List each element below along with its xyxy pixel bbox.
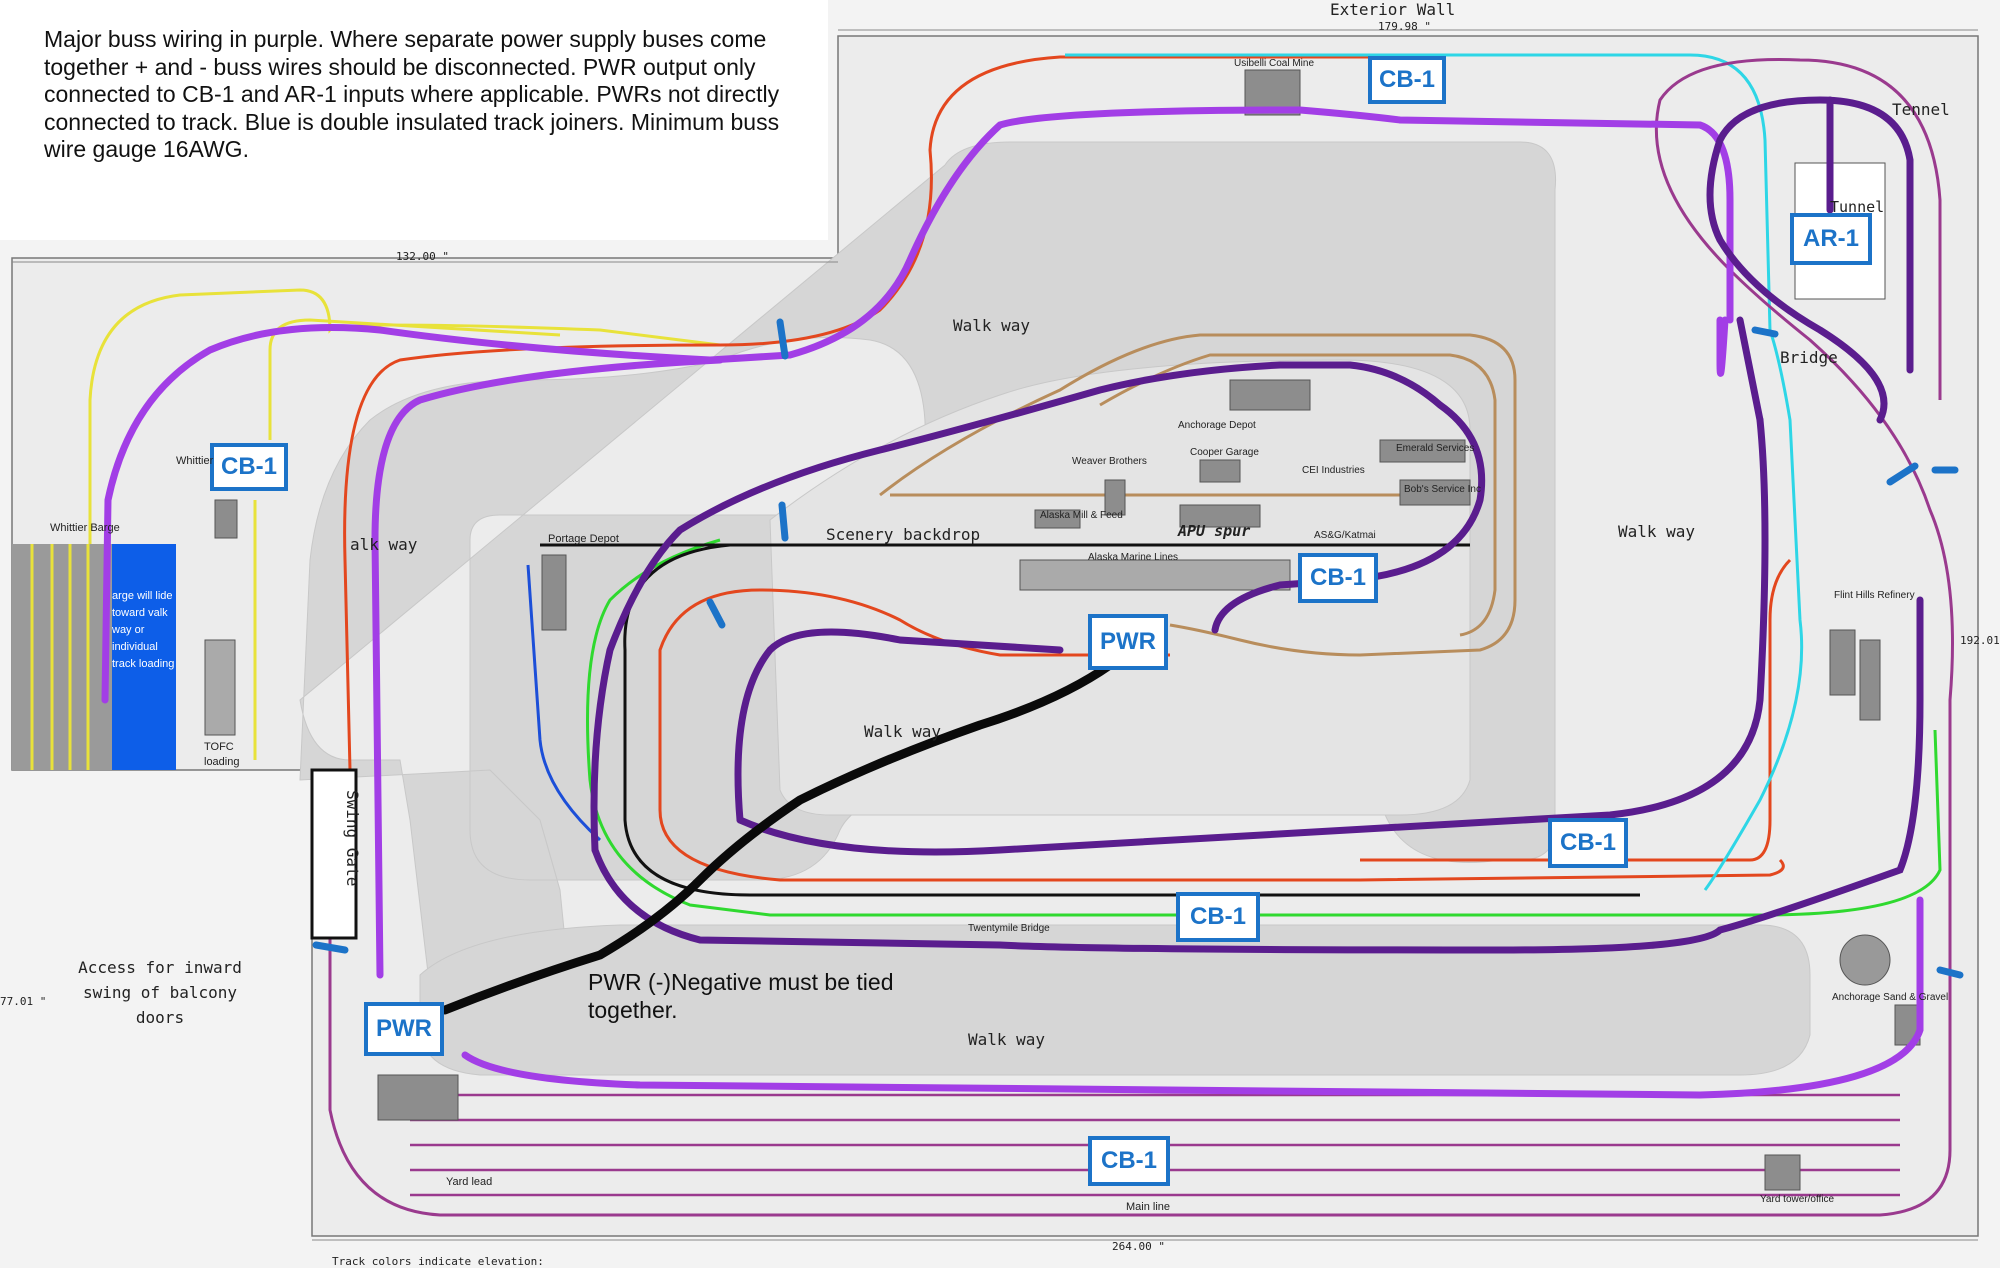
- access-label: Access for inward swing of balcony doors: [78, 958, 242, 1027]
- tofc-label: TOFC loading: [204, 741, 240, 768]
- cb1-label-bottom: CB-1: [1088, 1136, 1170, 1186]
- barge-tracks: [30, 544, 90, 770]
- alaska-mill-label: Alaska Mill & Feed: [1040, 510, 1123, 521]
- walkways: [299, 141, 1811, 1076]
- barge-blue: [112, 544, 176, 770]
- tennel-label: Tennel: [1892, 100, 1950, 119]
- track-cyan: [1065, 53, 1804, 891]
- walk-way-right: Walk way: [1618, 522, 1696, 541]
- dimension-bottom: 264.00 ": [1112, 1240, 1165, 1253]
- barge-grey: [12, 544, 112, 770]
- twentymile-label: Twentymile Bridge: [968, 923, 1050, 934]
- usibelli-label: Usibelli Coal Mine: [1234, 58, 1315, 69]
- buss-wires-light: [101, 106, 1924, 1099]
- track-orange-right: [1360, 558, 1792, 862]
- tunnel-box-label: Tunnel: [1830, 198, 1885, 216]
- cb1-label-mid: CB-1: [1176, 892, 1260, 942]
- track-orange: [343, 55, 1400, 771]
- negative-note: PWR (-)Negative must be tied together.: [588, 969, 894, 1023]
- instructions-note: Major buss wiring in purple. Where separ…: [0, 0, 828, 240]
- yard-lead-label: Yard lead: [446, 1176, 493, 1188]
- scenery-backdrop-label: Scenery backdrop: [826, 525, 981, 544]
- track-yellow: [88, 288, 721, 590]
- cb1-label-center: CB-1: [1298, 553, 1378, 603]
- yard-tower-label: Yard tower/office: [1760, 1194, 1835, 1205]
- cooper-label: Cooper Garage: [1190, 447, 1259, 458]
- barge-note: arge will lide toward valk way or indivi…: [112, 590, 175, 670]
- portage-label: Portage Depot: [548, 533, 619, 545]
- walk-way-bottom: Walk way: [968, 1030, 1046, 1049]
- swing-gate-label: Swing Gate: [343, 790, 362, 887]
- track-orange-loop: [658, 588, 1785, 882]
- cb1-label-right: CB-1: [1548, 818, 1628, 868]
- turntable: [1839, 934, 1891, 986]
- pwr-label-left: PWR: [364, 1002, 444, 1056]
- weaver-label: Weaver Brothers: [1072, 456, 1147, 467]
- track-tan: [879, 333, 1517, 657]
- pwr-label-center: PWR: [1088, 614, 1168, 670]
- dimension-top: 179.98 ": [1378, 20, 1431, 33]
- dimension-right: 192.01: [1960, 634, 2000, 647]
- insulated-joiners: [312, 318, 1964, 979]
- buildings: [204, 69, 1921, 1191]
- flint-hills-label: Flint Hills Refinery: [1834, 590, 1915, 601]
- walk-way-top: Walk way: [953, 316, 1031, 335]
- main-line-label: Main line: [1126, 1201, 1171, 1213]
- bridge-label: Bridge: [1780, 348, 1838, 367]
- dimension-lines: [12, 29, 1978, 1241]
- cei-label: CEI Industries: [1302, 465, 1365, 476]
- bobs-label: Bob's Service Inc: [1404, 484, 1481, 495]
- cb1-label-left: CB-1: [210, 443, 288, 491]
- track-colors-label: Track colors indicate elevation:: [332, 1255, 544, 1268]
- walk-way-center: Walk way: [864, 722, 942, 741]
- track-blue: [526, 564, 602, 842]
- ar1-label: AR-1: [1790, 213, 1872, 265]
- walk-way-left: alk way: [350, 535, 418, 554]
- swing-gate: [310, 768, 358, 940]
- whittier-label: Whittier: [176, 455, 214, 467]
- pwr-negative-wire: [440, 660, 1115, 1015]
- alaska-marine-label: Alaska Marine Lines: [1088, 552, 1179, 563]
- cb1-label-top: CB-1: [1368, 56, 1446, 104]
- exterior-wall-label: Exterior Wall: [1330, 0, 1456, 19]
- asg-label: AS&G/Katmai: [1314, 530, 1376, 541]
- anchorage-depot-label: Anchorage Depot: [1178, 420, 1256, 431]
- emerald-label: Emerald Services: [1396, 443, 1475, 454]
- buss-wires-dark: [590, 96, 1924, 954]
- whittier-barge-label: Whittier Barge: [50, 522, 120, 534]
- apu-spur-label: APU spur: [1178, 522, 1251, 540]
- anchorage-sand-label: Anchorage Sand & Gravel: [1832, 992, 1949, 1003]
- dimension-left-side: 77.01 ": [0, 995, 47, 1008]
- dimension-left: 132.00 ": [396, 250, 449, 263]
- track-magenta: [328, 58, 1954, 1217]
